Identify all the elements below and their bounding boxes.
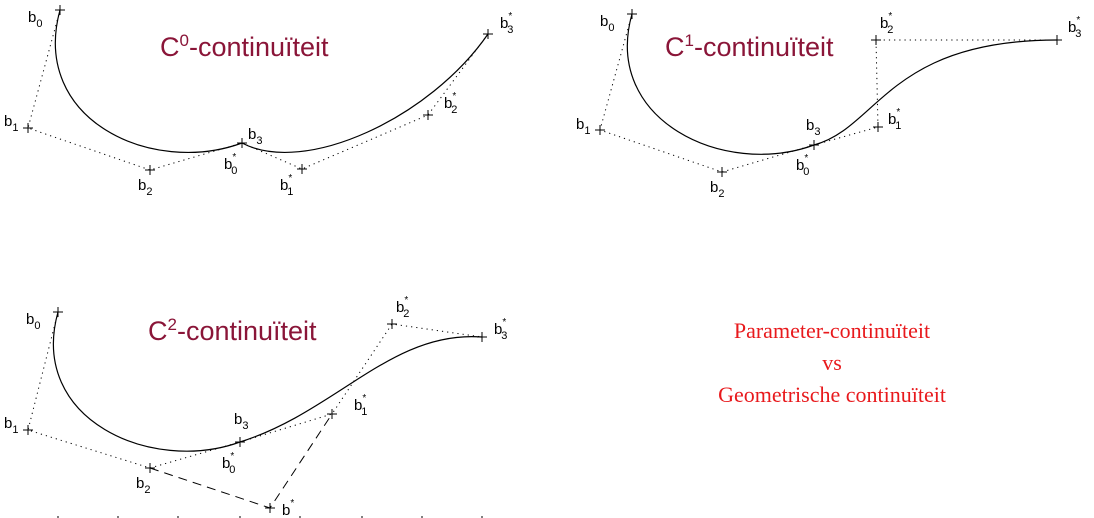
c0-label-b3: b3 [248,126,262,147]
note-line-vs: vs [822,350,842,375]
note-line-parameter: Parameter-continuïteit [734,318,930,343]
c0-curve-first [54,9,243,153]
c2-label-b1-star: b*1 [354,393,367,418]
c0-label-b1-star: b*1 [280,173,293,198]
c1-label-b3-star: b*3 [1068,15,1081,40]
c2-label-b1: b1 [4,415,18,436]
c0-title: C0-continuïteit [160,31,329,62]
c1-label-b0-star: b*0 [796,153,809,178]
c2-curve-first [52,311,241,452]
c2-label-b3: b3 [234,411,248,432]
panel-c2: C2-continuïteit b0 b1 b2 b3 b*0 b*1 b*2 … [4,295,507,518]
c1-control-points [595,9,1062,177]
c1-control-polygon-first [599,13,815,173]
c0-label-b1: b1 [4,113,18,134]
c2-label-b2-star: b*2 [396,295,409,320]
c0-curve-second [241,33,489,153]
c2-control-points [23,307,487,513]
panel-c1: C1-continuïteit b0 b1 b2 b3 b*0 b*1 b*2 … [576,9,1081,200]
c1-label-b3: b3 [806,117,820,138]
c0-label-b0: b0 [28,9,42,30]
c2-label-b3-star: b*3 [494,317,507,342]
comparison-note: Parameter-continuïteit vs Geometrische c… [718,318,946,407]
c2-label-b2: b2 [136,475,150,496]
c2-curve-second [239,336,483,443]
note-line-geometric: Geometrische continuïteit [718,382,946,407]
c2-label-b0: b0 [26,311,40,332]
c0-control-points [23,5,493,175]
c1-label-b0: b0 [600,13,614,34]
c1-curve-second [813,39,1058,146]
c2-label-b0-star: b*0 [222,451,235,476]
c2-control-polygon-second [239,323,483,443]
c1-label-b1: b1 [576,116,590,137]
panel-c0: C0-continuïteit b0 b1 b2 b3 b*0 b*1 b*2 … [4,5,513,198]
c1-curve-first [626,13,815,155]
c1-label-b1-star: b*1 [888,107,901,132]
c2-label-b-star-auxiliary: b* [282,498,294,518]
c0-label-b2: b2 [138,177,152,198]
c0-label-b3-star: b*3 [500,11,513,36]
c2-auxiliary-polygon [149,413,333,509]
c0-label-b0-star: b*0 [224,152,237,177]
c0-label-b2-star: b*2 [444,91,457,116]
c1-control-polygon-second [813,39,1057,146]
c1-title: C1-continuïteit [665,31,834,62]
c2-title: C2-continuïteit [148,315,317,346]
c1-label-b2-star: b*2 [880,11,893,36]
c1-label-b2: b2 [710,179,724,200]
